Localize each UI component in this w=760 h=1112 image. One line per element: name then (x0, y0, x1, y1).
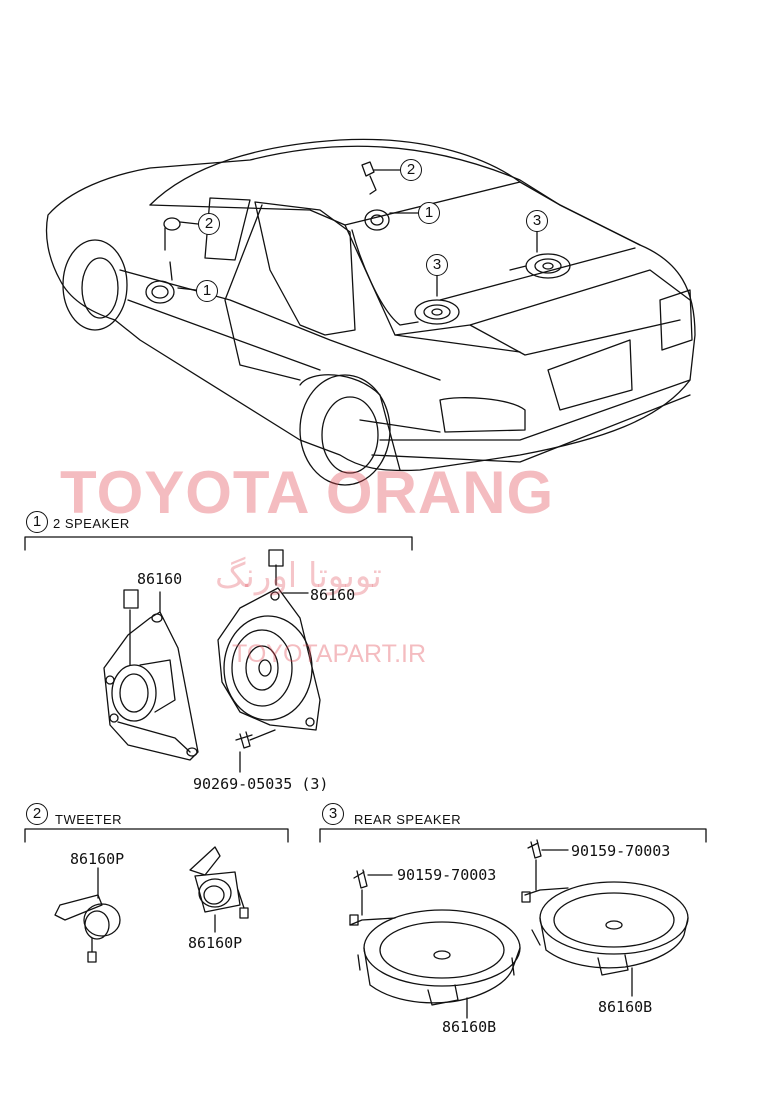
section-1-bracket (24, 536, 413, 551)
part-number-front-right: 86160 (310, 586, 356, 604)
car-callout-front-speaker: 1 (196, 280, 218, 302)
part-number-front-left: 86160 (137, 570, 183, 588)
car-front-speaker (145, 261, 175, 304)
part-number-rear-left: 86160B (442, 1018, 497, 1036)
part-number-screw-rear-left: 90159-70003 (397, 866, 497, 884)
car-callout-door-tweeter: 2 (198, 213, 220, 235)
car-roof-tweeter (361, 161, 377, 195)
section-2-title: TWEETER (55, 812, 123, 827)
front-speaker-left-drawing (103, 589, 199, 761)
section-3-number: 3 (322, 803, 344, 825)
section-3-title: REAR SPEAKER (354, 812, 462, 827)
car-rear-speaker-right (509, 253, 571, 279)
front-speaker-right-drawing (217, 549, 321, 749)
car-door-tweeter (163, 217, 181, 251)
tweeter-right-drawing (189, 846, 249, 919)
section-1-title: 2 SPEAKER (53, 516, 130, 531)
part-number-screw-front: 90269-05035 (3) (193, 775, 329, 793)
car-illustration (45, 138, 696, 486)
watermark-main: TOYOTA ORANG (60, 459, 555, 526)
part-number-tweeter-left: 86160P (70, 850, 125, 868)
car-callout-rear-speaker-left: 3 (426, 254, 448, 276)
watermark-persian: تویوتا اورنگ (215, 556, 382, 596)
tweeter-left-drawing (54, 894, 121, 963)
car-rear-speaker-left (414, 299, 460, 325)
car-callout-rear-door-speaker: 1 (418, 202, 440, 224)
rear-speaker-left-drawing (349, 869, 521, 1006)
section-2-number: 2 (26, 803, 48, 825)
car-rear-door-speaker (351, 209, 419, 326)
car-callout-rear-speaker-right: 3 (526, 210, 548, 232)
car-callout-roof-tweeter: 2 (400, 159, 422, 181)
part-number-screw-rear-right: 90159-70003 (571, 842, 671, 860)
part-number-rear-right: 86160B (598, 998, 653, 1016)
part-number-tweeter-right: 86160P (188, 934, 243, 952)
watermark-url: TOYOTAPART.IR (232, 640, 427, 668)
rear-speaker-right-drawing (521, 839, 689, 976)
section-3-bracket (319, 828, 707, 843)
section-1-number: 1 (26, 511, 48, 533)
section-2-bracket (24, 828, 289, 843)
